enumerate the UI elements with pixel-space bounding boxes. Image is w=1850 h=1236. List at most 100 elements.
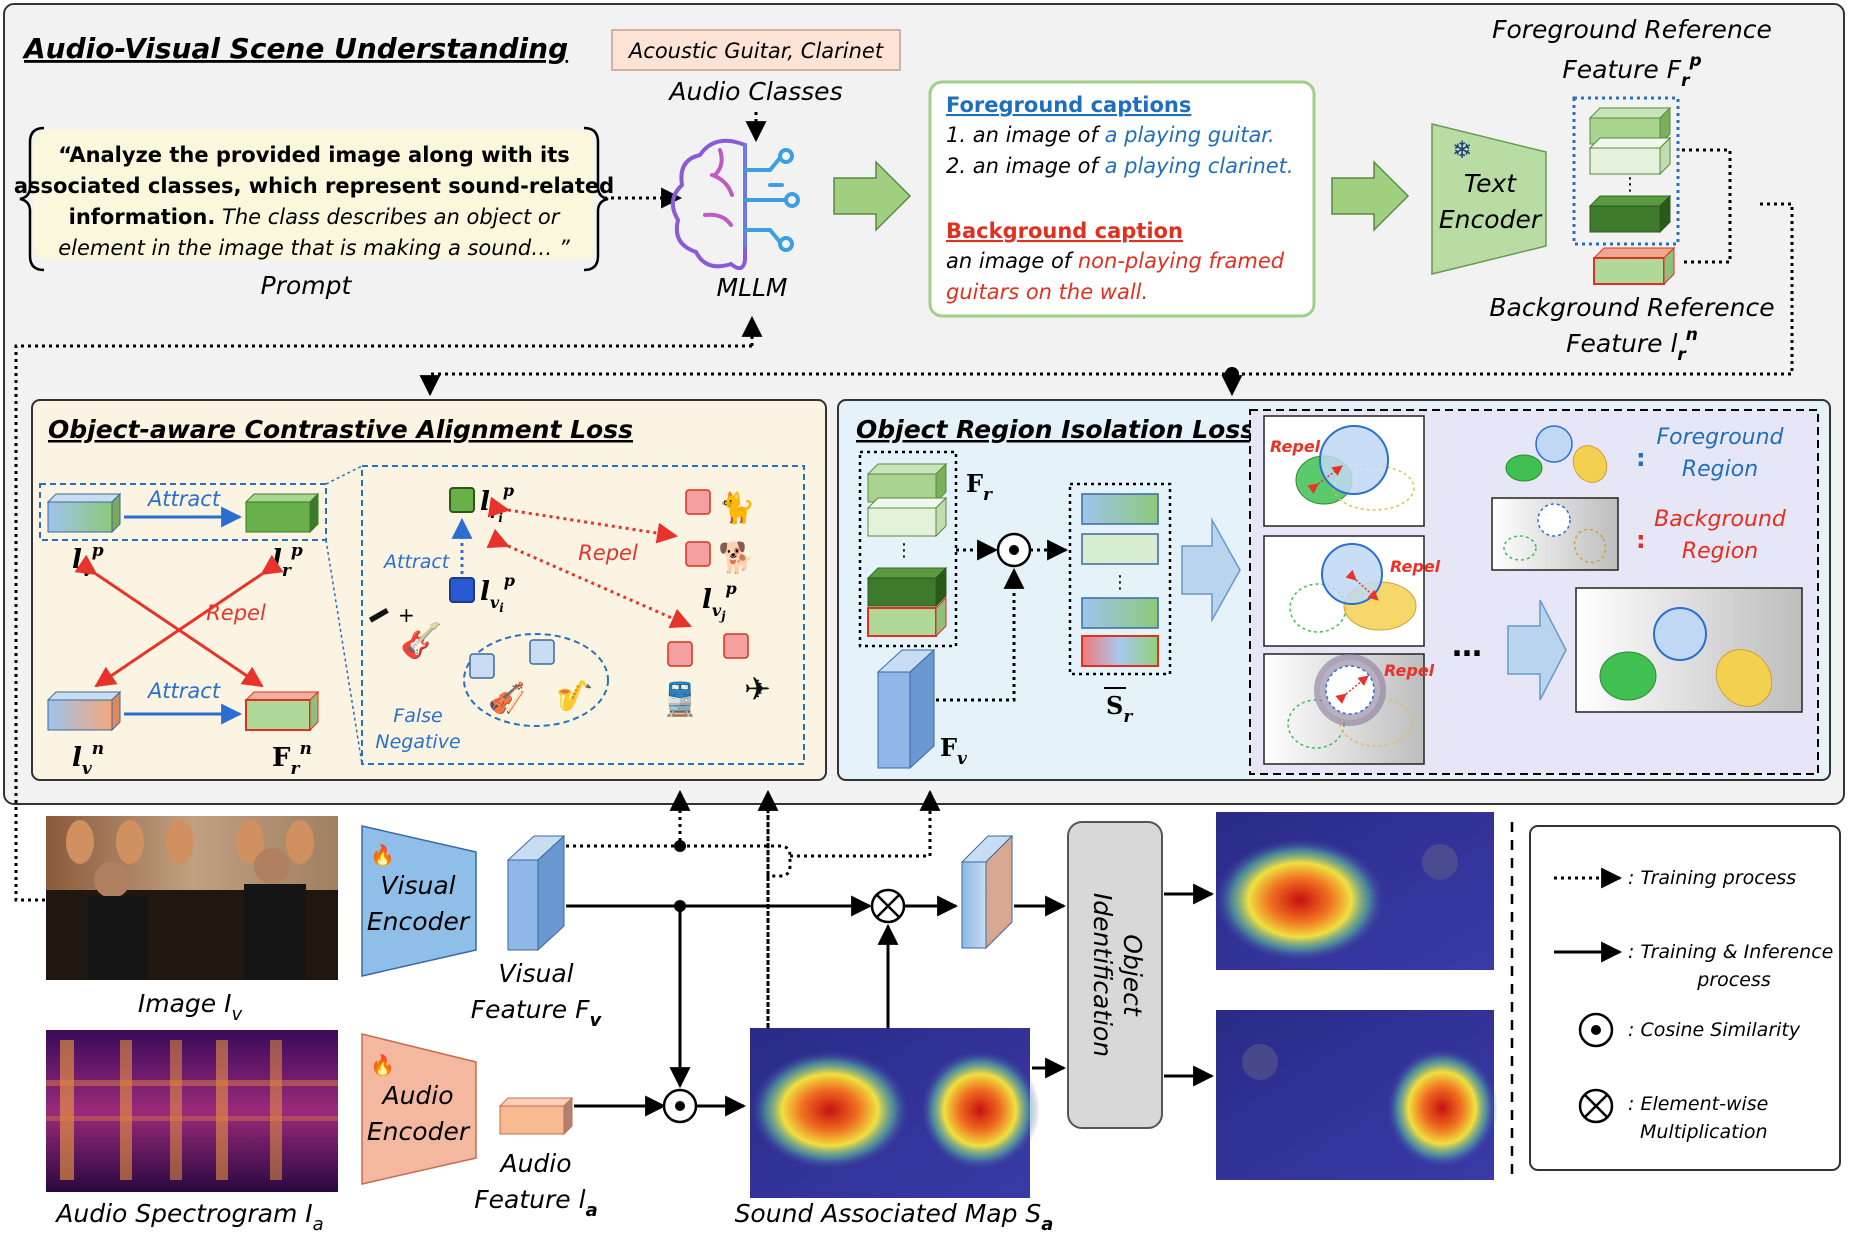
legend-box [1529,825,1841,1171]
positive-pair-frame [39,483,327,541]
flow-arrow-captions [1331,160,1410,232]
neg-square-cat [685,489,711,515]
audio-feature-line-1: Audio [498,1149,571,1178]
object-identification-line-1: Object [1118,934,1147,1017]
fg-region-colon: : [1636,444,1646,472]
image-label: Image Iv [138,989,243,1025]
prompt-line-2: associated classes, which represent soun… [14,174,614,198]
prompt-line-4: element in the image that is making a so… [58,236,571,260]
airplane-icon: ✈ [744,670,771,708]
bg-feature-block [1592,246,1676,286]
legend-training: : Training process [1628,867,1796,889]
bg-caption-heading: Background caption [946,219,1183,243]
output-map-guitar [1214,812,1494,970]
svg-text:⋮: ⋮ [1621,174,1639,195]
lr-p-block [244,492,320,534]
iso-result-arrow [1507,599,1567,701]
prompt-line-3: information. The class describes an obje… [69,205,561,229]
visual-feature-line-1: Visual [498,959,573,988]
Sr-label: Sr [1106,691,1133,727]
audio-encoder-line-1: Audio [380,1081,453,1110]
bg-ref-line-2: Feature lrn [1566,325,1698,365]
captions-box [928,80,1316,318]
input-image [46,816,338,980]
visual-encoder-line-1: Visual [380,871,455,900]
inset-attract-label: Attract [382,551,451,573]
prompt-box [34,130,594,260]
audio-classes-tag [611,29,901,71]
fire-icon-visual: 🔥 [370,843,395,867]
false-negative-label-2: Negative [375,731,460,753]
fg-caption-1: 1. an image of a playing guitar. [946,123,1275,147]
flow-arrow-mllm [833,160,912,232]
lv-n-label: lvn [72,739,104,779]
plus-sign: + [398,603,415,627]
output-map-clarinet [1216,1010,1498,1180]
panel-title: Audio-Visual Scene Understanding [22,32,568,65]
guitar-icon: 🎸 [400,621,442,661]
audio-feature-line-2: Feature la [474,1185,597,1221]
saxophone-icon: 🎷 [556,679,593,714]
visual-feature-line-2: Feature Fv [471,995,603,1031]
text-encoder [1431,123,1547,275]
lv-n-block [46,690,122,732]
false-negative-ellipse [463,633,609,727]
train-icon: 🚆 [660,680,700,718]
text-encoder-line-2: Encoder [1439,205,1543,234]
Fr-label: Fr [966,469,993,505]
brain-icon [670,138,800,271]
neg-square-plane [723,633,749,659]
fg-caption-heading: Foreground captions [946,93,1191,117]
isolation-title: Object Region Isolation Loss [856,415,1255,444]
audio-encoder-line-2: Encoder [367,1117,471,1146]
visual-encoder [361,825,477,977]
masked-feature-block [960,834,1014,950]
Sr-stack: ⋮ [1081,493,1159,667]
repel-label-s2: Repel [1390,557,1441,576]
fg-ref-line-1: Foreground Reference [1492,15,1772,44]
svg-text:⋮: ⋮ [895,540,913,561]
audio-spectrogram [46,1030,338,1192]
sound-associated-map [750,1028,1040,1198]
Fv-label-iso: Fv [940,733,968,769]
audio-feature-block [498,1096,574,1136]
repel-label-cross: Repel [206,601,266,625]
legend-train-infer-2: process [1696,969,1771,991]
legend-elementwise-2: Multiplication [1640,1121,1768,1143]
cat-icon: 🐈 [718,490,755,526]
visual-feature-block [506,834,566,952]
inset-repel-label: Repel [578,541,638,565]
visual-encoder-line-2: Encoder [367,907,471,936]
object-identification-line-2: Identification [1088,893,1117,1057]
prompt-line-1: “Analyze the provided image along with i… [58,143,570,167]
fg-feature-stack: ⋮ [1588,106,1672,234]
legend-elementwise-1: : Element-wise [1628,1093,1768,1115]
Sr-stack-frame [1068,482,1172,676]
neg-square-dog [685,541,711,567]
false-negative-label-1: False [393,705,442,727]
lvi-square [449,577,475,603]
legend-cosine: : Cosine Similarity [1628,1019,1801,1041]
fire-icon-audio: 🔥 [370,1053,395,1077]
Fr-stack: ⋮ [866,462,948,638]
Fr-n-label: Frn [272,739,312,779]
fg-feature-stack-frame [1572,96,1680,246]
audio-classes-tag-text: Acoustic Guitar, Clarinet [627,39,884,63]
text-encoder-line-1: Text [1464,169,1517,198]
prompt-label: Prompt [261,271,353,300]
bg-caption-line-1: an image of non-playing framed [946,249,1285,273]
Fv-block-iso [876,648,936,770]
bg-ref-line-1: Background Reference [1489,293,1774,322]
repel-label-s1: Repel [1270,437,1321,456]
Fr-stack-frame [858,450,958,648]
audio-encoder [361,1033,477,1185]
svg-text:⋮: ⋮ [1111,572,1129,593]
audio-classes-label: Audio Classes [667,77,842,106]
Fr-n-block [244,690,320,732]
object-identification-box [1067,821,1163,1129]
lvj-label: lvjp [702,579,737,623]
fg-region-label-1: Foreground [1656,425,1784,450]
violin-icon: 🎻 [488,680,525,716]
bg-region-label-2: Region [1682,539,1758,564]
contrastive-title: Object-aware Contrastive Alignment Loss [48,415,633,444]
